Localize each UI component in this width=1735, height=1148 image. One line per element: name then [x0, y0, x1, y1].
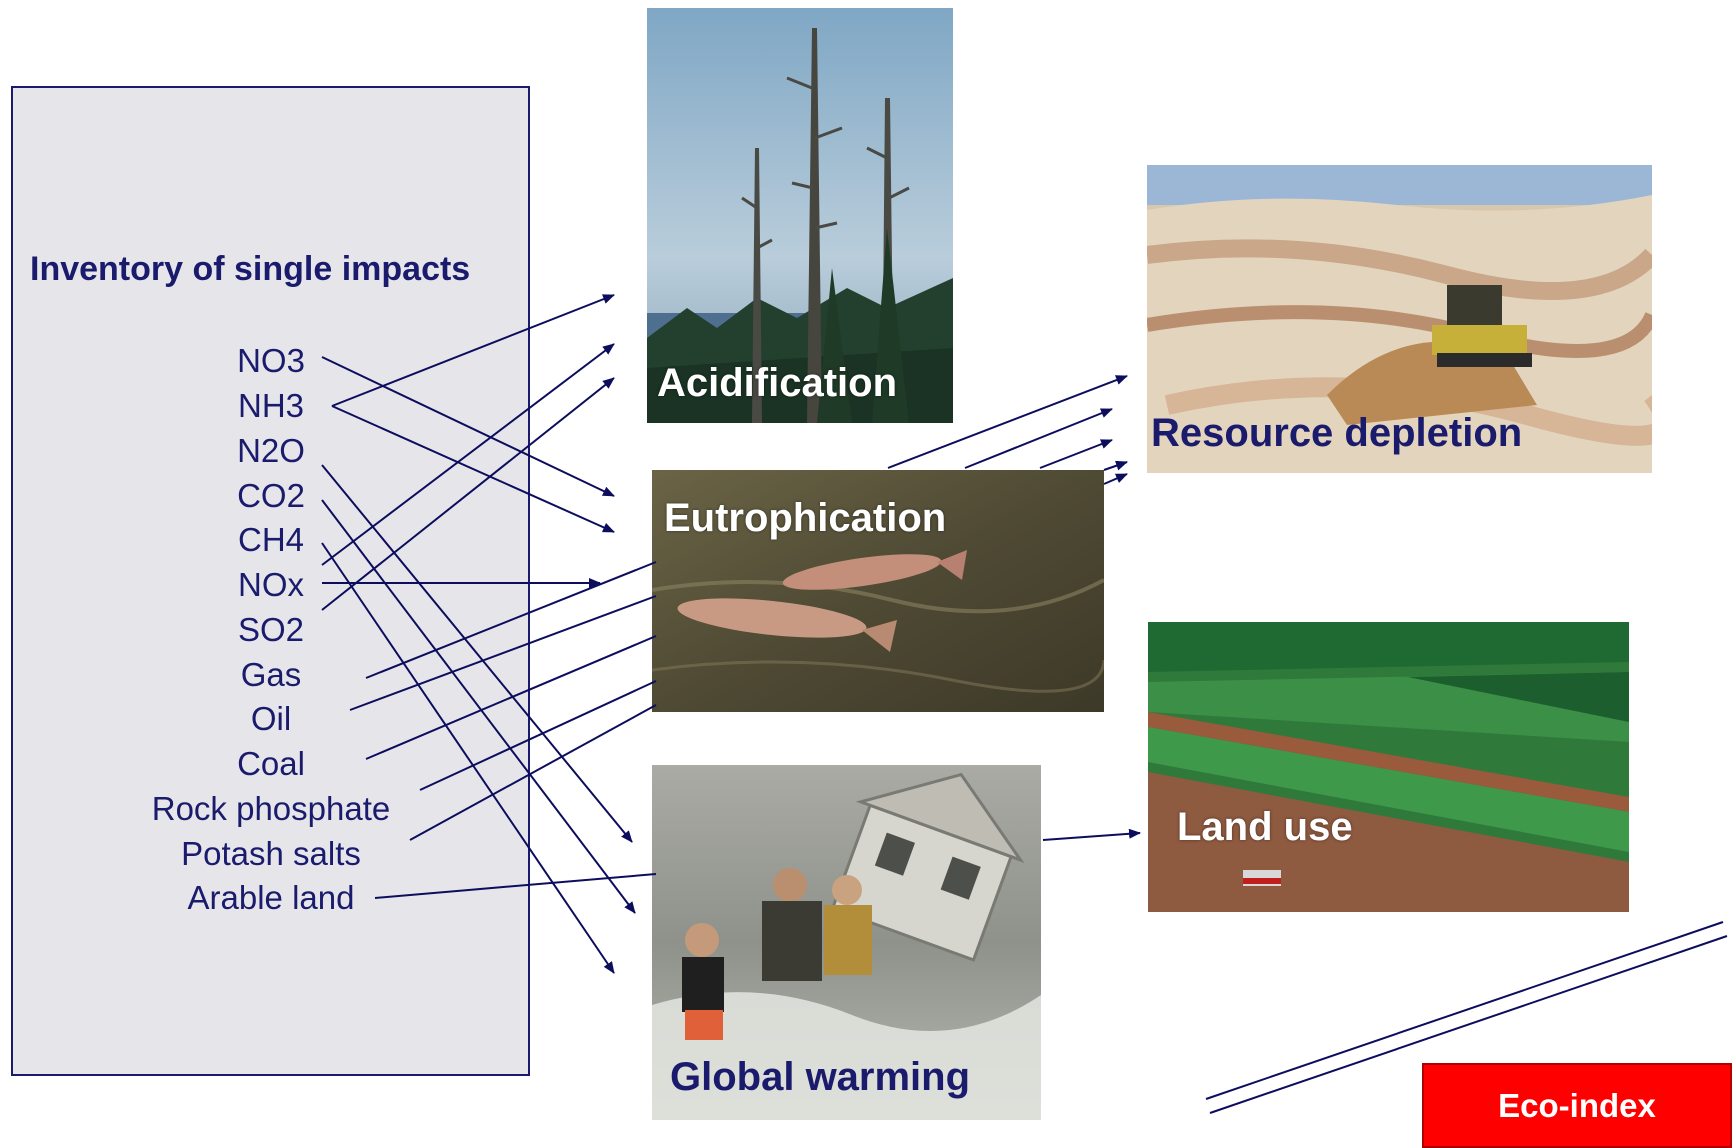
- arrow-oil-resource-depletion: [964, 408, 1113, 469]
- item-oil: Oil: [250, 700, 292, 737]
- resource-depletion-title: Resource depletion: [1151, 411, 1523, 455]
- arrow-so2-acidification: [321, 377, 615, 611]
- storm-flood-image: [652, 765, 1041, 1120]
- arrow-nh3-eutrophication: [331, 405, 615, 533]
- dead-trees-image: [647, 8, 953, 423]
- inventory-box: [11, 86, 530, 1076]
- eco-index-label: Eco-index: [1498, 1086, 1656, 1124]
- item-gas: Gas: [240, 656, 302, 693]
- land-use-photo: Land use: [1148, 622, 1629, 912]
- bulldozer-quarry-image: [1147, 165, 1652, 473]
- arrow-gas-resource-depletion: [887, 375, 1128, 469]
- item-ch4: CH4: [237, 521, 305, 558]
- line-rock-phosphate: [419, 680, 657, 791]
- item-nox: NOx: [238, 566, 304, 603]
- line-arable-land: [374, 873, 657, 899]
- connector-line-1: [1205, 921, 1724, 1100]
- farm-fields-image: [1148, 622, 1629, 912]
- item-rock-phosphate: Rock phosphate: [151, 790, 391, 827]
- arrow-no3-eutrophication: [321, 356, 615, 497]
- global-warming-photo: Global warming: [652, 765, 1041, 1120]
- arrow-potash-resource-depletion: [1103, 473, 1128, 485]
- arrow-co2-global-warming: [321, 499, 636, 914]
- item-potash-salts: Potash salts: [181, 835, 361, 872]
- arrow-nox-acidification: [321, 343, 615, 566]
- arrow-nh3-acidification: [331, 294, 615, 407]
- line-gas: [365, 561, 657, 679]
- land-use-title: Land use: [1177, 805, 1353, 849]
- inventory-title: Inventory of single impacts: [30, 250, 471, 288]
- dead-fish-water-image: [652, 470, 1104, 712]
- item-arable-land: Arable land: [187, 879, 355, 916]
- eco-index-box: Eco-index: [1422, 1063, 1732, 1148]
- item-co2: CO2: [237, 477, 305, 514]
- resource-depletion-photo: Resource depletion: [1147, 165, 1652, 473]
- line-potash-salts: [409, 704, 657, 841]
- global-warming-title: Global warming: [670, 1055, 971, 1099]
- eutrophication-title: Eutrophication: [664, 496, 947, 540]
- arrow-arable-land-land-use: [1042, 828, 1141, 841]
- line-oil: [349, 595, 657, 711]
- item-no3: NO3: [237, 342, 305, 379]
- eutrophication-photo: Eutrophication: [652, 470, 1104, 712]
- arrow-ch4-global-warming: [321, 542, 615, 974]
- arrow-n2o-global-warming: [321, 464, 633, 843]
- item-so2: SO2: [237, 611, 305, 648]
- arrow-rock-phosphate-resource-depletion: [1103, 460, 1128, 471]
- connector-line-2: [1209, 935, 1728, 1114]
- line-coal: [365, 635, 657, 760]
- item-nh3: NH3: [237, 387, 305, 424]
- arrow-coal-resource-depletion: [1039, 439, 1113, 469]
- acidification-photo: Acidification: [647, 8, 953, 423]
- acidification-title: Acidification: [657, 361, 898, 405]
- item-n2o: N2O: [237, 432, 305, 469]
- item-coal: Coal: [237, 745, 305, 782]
